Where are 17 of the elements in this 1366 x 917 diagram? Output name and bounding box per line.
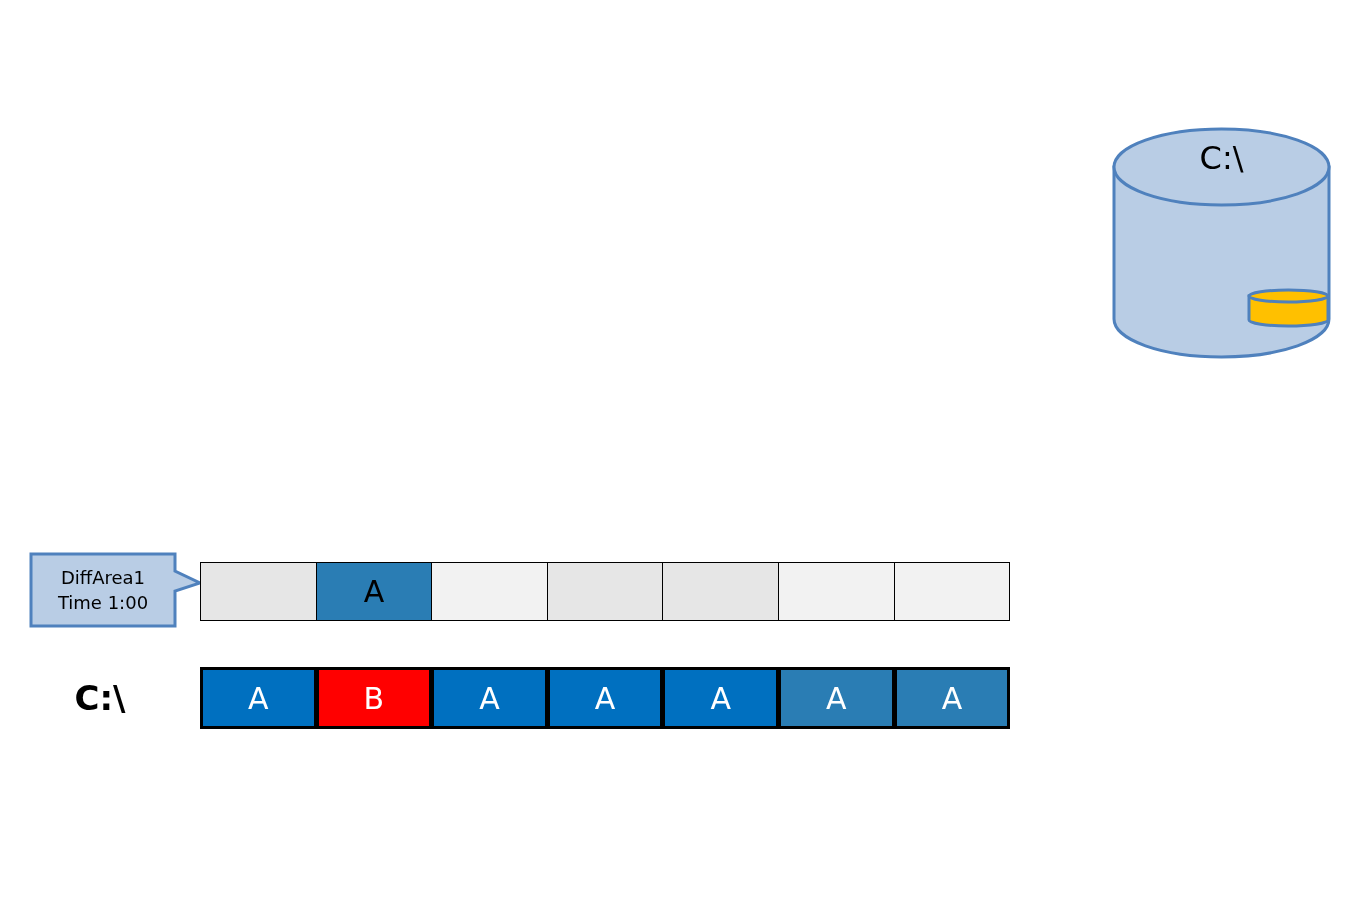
- drive-label: C:\: [1198, 140, 1245, 176]
- data-block: A: [546, 667, 664, 729]
- data-block: A: [200, 667, 317, 729]
- data-block: [893, 562, 1011, 621]
- data-block: A: [893, 667, 1011, 729]
- data-block: [662, 562, 779, 621]
- data-block: A: [778, 667, 895, 729]
- data-block: [778, 562, 895, 621]
- data-block: [200, 562, 317, 621]
- callout-text: DiffArea1 Time 1:00: [56, 566, 150, 615]
- data-block: B: [315, 667, 433, 729]
- data-block: A: [662, 667, 779, 729]
- data-block: [546, 562, 664, 621]
- data-block: [431, 562, 548, 621]
- data-block: A: [431, 667, 548, 729]
- data-block: A: [315, 562, 433, 621]
- drive-label: C:\: [73, 677, 127, 720]
